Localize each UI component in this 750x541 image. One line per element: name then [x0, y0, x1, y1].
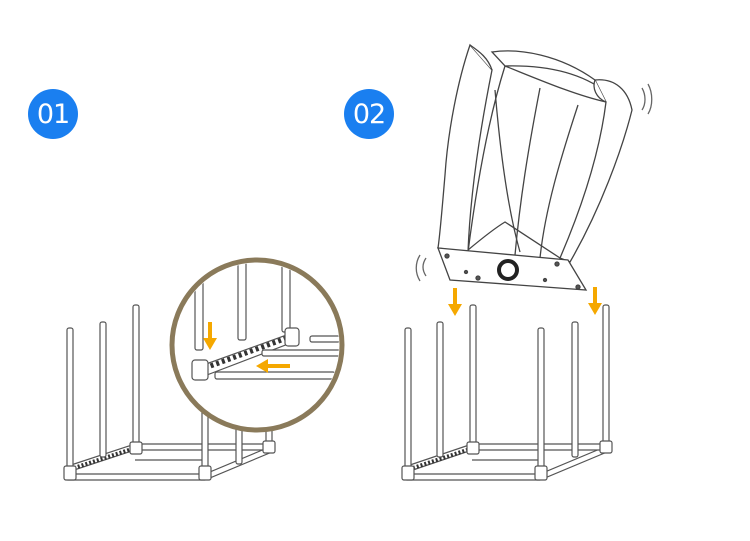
wardrobe-cover	[437, 43, 633, 291]
pole	[99, 321, 107, 458]
frame-step-1	[63, 304, 276, 481]
zoom-circle	[169, 257, 345, 433]
step-badge-01: 01	[28, 89, 78, 139]
down-arrow-icon	[588, 287, 602, 315]
down-arrow-icon	[203, 322, 217, 350]
motion-lines	[415, 83, 653, 282]
pole	[132, 304, 140, 451]
pole	[436, 321, 444, 458]
pole	[469, 304, 477, 451]
frame-step-2	[401, 304, 613, 481]
pole	[571, 321, 579, 458]
step-number: 02	[352, 98, 386, 130]
step-badge-02: 02	[344, 89, 394, 139]
down-arrow-icon	[448, 288, 462, 316]
pole	[404, 327, 412, 479]
pole	[66, 327, 74, 479]
step-number: 01	[36, 98, 70, 130]
pole	[602, 304, 610, 451]
pole	[537, 327, 545, 479]
left-arrow-icon	[256, 359, 290, 373]
